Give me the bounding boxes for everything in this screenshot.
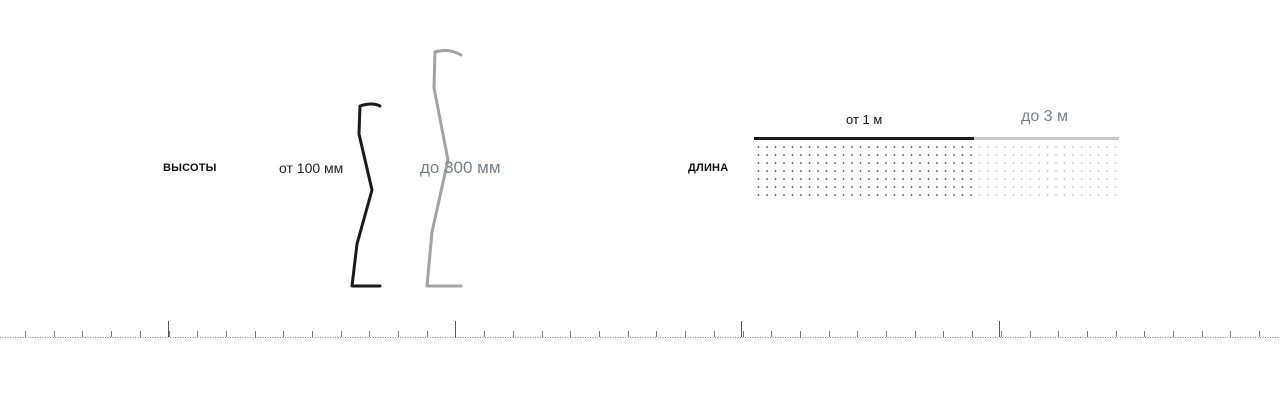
tall-profile-icon [425, 49, 463, 288]
length-to-text: до 3 м [1021, 108, 1069, 125]
length-label: ДЛИНА [688, 162, 729, 174]
length-from-text: от 1 м [846, 112, 883, 127]
ruler-icon [0, 321, 1280, 338]
height-label: ВЫСОТЫ [163, 162, 217, 174]
short-profile-icon [350, 102, 382, 288]
length-bar-icon [754, 137, 1119, 197]
height-from-text: от 100 мм [279, 160, 344, 176]
height-to-text: до 300 мм [420, 158, 501, 177]
